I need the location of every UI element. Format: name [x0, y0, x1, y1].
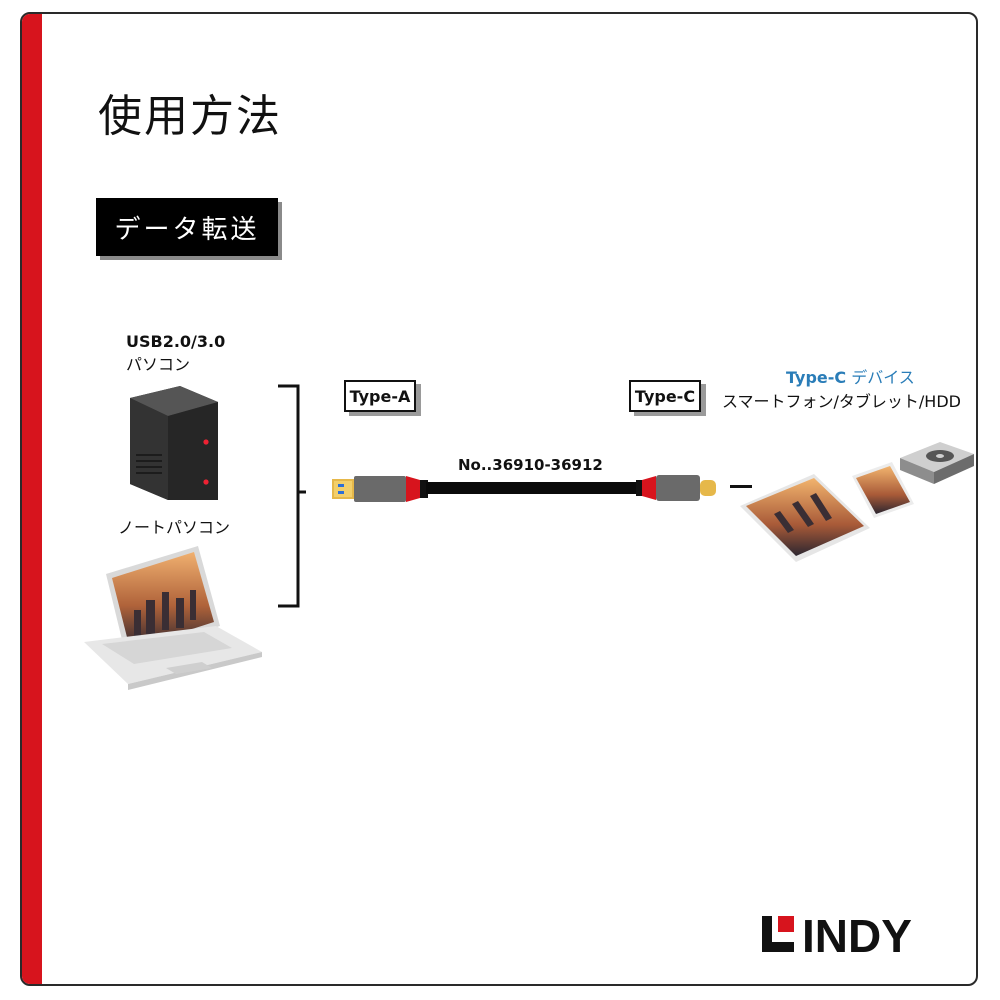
accent-red-bar [22, 14, 42, 984]
hard-drive-icon [900, 442, 974, 484]
desktop-tower-icon [130, 386, 218, 500]
type-a-label: Type-A [344, 380, 416, 412]
lindy-logo: INDY [762, 910, 912, 962]
page-title: 使用方法 [98, 91, 282, 142]
pc-label: パソコン [126, 355, 191, 374]
cable-line [426, 482, 640, 494]
usb-type-c-plug-icon [636, 475, 716, 501]
content-frame: 使用方法 データ転送 USB2.0/3.0 パソコン ノートパソコン [20, 12, 978, 986]
laptop-icon [84, 546, 262, 690]
pc-spec-label: USB2.0/3.0 [126, 332, 226, 351]
device-examples-label: スマートフォン/タブレット/HDD [722, 392, 961, 411]
type-c-label: Type-C [629, 380, 701, 412]
usb-type-a-plug-icon [332, 476, 428, 502]
device-type-prefix: Type-C [786, 368, 847, 387]
cable-model-number: No..36910-36912 [458, 456, 603, 474]
device-group [740, 442, 974, 562]
section-label-container: データ転送 [96, 198, 282, 260]
bracket-connector-icon [278, 384, 306, 608]
device-type-label: Type-C デバイス [786, 364, 915, 388]
tablet-icon [740, 474, 870, 562]
device-type-suffix: デバイス [846, 368, 915, 387]
svg-text:INDY: INDY [802, 910, 912, 962]
section-label: データ転送 [96, 198, 278, 256]
smartphone-icon [852, 462, 914, 518]
device-connector-dash [730, 485, 752, 488]
laptop-label: ノートパソコン [118, 518, 231, 537]
